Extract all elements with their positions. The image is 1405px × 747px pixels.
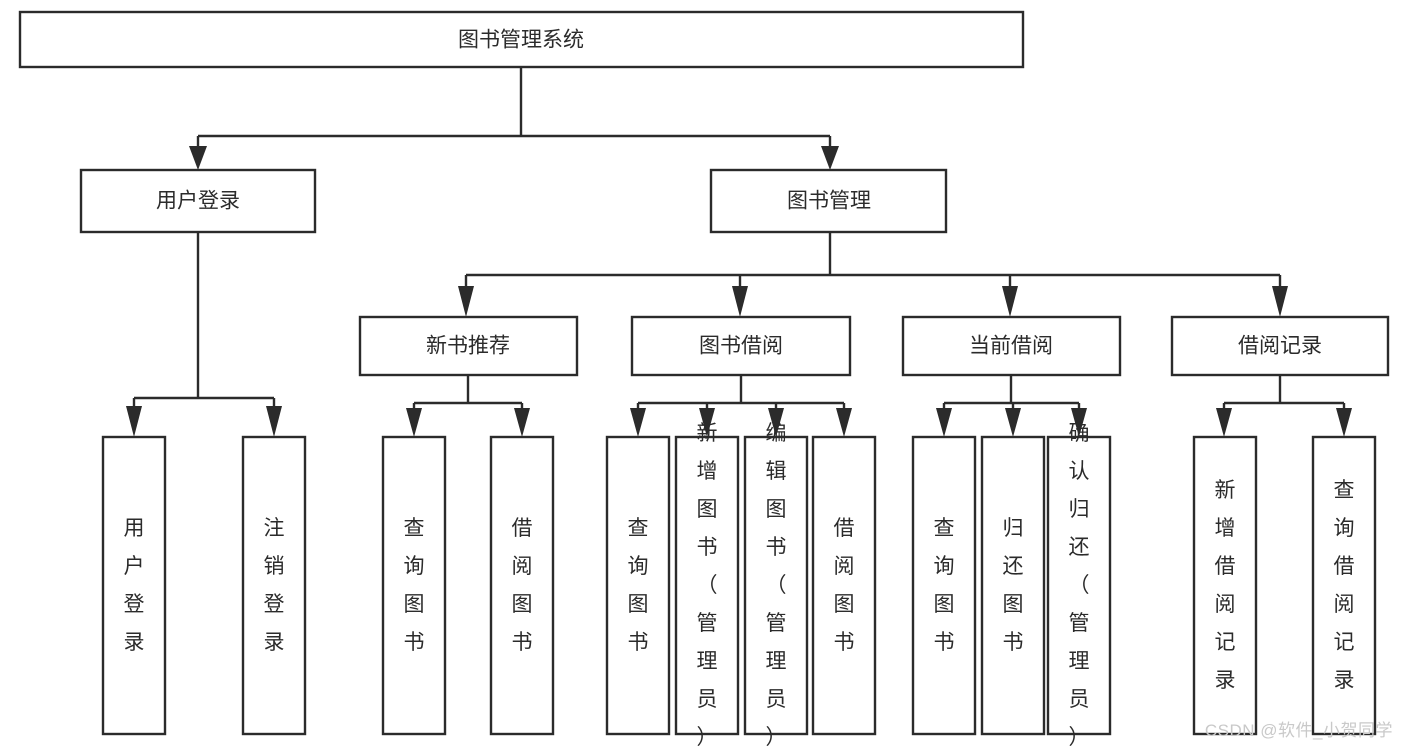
arrow-head-icon [630,408,646,437]
node-book-borrow-box[interactable] [630,315,852,377]
leaf-label: 查询图书 [404,517,425,654]
leaf-new-book-0[interactable]: 查询图书 [381,435,447,736]
arrow-head-icon [266,406,282,437]
leaf-book-borrow-3[interactable]: 借阅图书 [811,435,877,736]
leaf-book-borrow-2[interactable]: 编辑图书（管理员） [743,422,809,747]
node-book-manage-box[interactable] [709,168,948,234]
leaf-user-login-1[interactable]: 注销登录 [241,435,307,736]
leaf-box[interactable] [381,435,447,736]
arrow-head-icon [768,408,784,437]
leaf-current-borrow-0[interactable]: 查询图书 [911,435,977,736]
arrow-head-icon [936,408,952,437]
leaf-box[interactable] [980,435,1046,736]
arrow-head-icon [836,408,852,437]
connector-group-book-borrow [630,375,852,437]
node-borrow-records-box[interactable] [1170,315,1390,377]
leaf-label: 注销登录 [264,517,285,654]
leaf-box[interactable] [811,435,877,736]
leaf-label: 查询借阅记录 [1334,479,1355,692]
leaf-label: 编辑图书（管理员） [766,422,787,747]
node-user-login-label: 用户登录 [156,190,240,213]
node-borrow-records-label: 借阅记录 [1238,335,1322,358]
leaf-box[interactable] [743,435,809,736]
leaf-box[interactable] [911,435,977,736]
connector-group-borrow-records [1216,375,1352,437]
node-book-borrow[interactable]: 图书借阅 [630,315,852,377]
arrow-head-icon [406,408,422,437]
arrow-head-icon [1272,286,1288,317]
leaf-box[interactable] [101,435,167,736]
leaf-label: 新增借阅记录 [1215,479,1236,692]
leaf-box[interactable] [1046,435,1112,736]
connector-group-current-borrow [936,375,1087,437]
node-book-manage[interactable]: 图书管理 [709,168,948,234]
connector-group-new-book [406,375,530,437]
leaf-label: 新增图书（管理员） [697,422,718,747]
leaf-label: 查询图书 [628,517,649,654]
leaf-label: 归还图书 [1003,517,1024,654]
arrow-head-icon [699,408,715,437]
connector-group-user-login [126,232,282,437]
arrow-head-icon [821,146,839,170]
node-current-borrow-box[interactable] [901,315,1122,377]
leaf-book-borrow-1[interactable]: 新增图书（管理员） [674,422,740,747]
arrow-head-icon [1216,408,1232,437]
node-root[interactable]: 图书管理系统 [18,10,1025,69]
node-new-book-recommend[interactable]: 新书推荐 [358,315,579,377]
node-book-borrow-label: 图书借阅 [699,335,783,358]
node-root-box[interactable] [18,10,1025,69]
leaf-label: 借阅图书 [512,517,533,654]
leaf-box[interactable] [674,435,740,736]
arrow-head-icon [458,286,474,317]
leaf-label: 查询图书 [934,517,955,654]
arrow-head-icon [126,406,142,437]
arrow-head-icon [732,286,748,317]
node-root-label: 图书管理系统 [458,29,584,52]
arrow-head-icon [1071,408,1087,437]
leaf-box[interactable] [605,435,671,736]
leaf-label: 确认归还（管理员） [1069,422,1090,747]
connector-group-root [189,67,839,170]
arrow-head-icon [1336,408,1352,437]
leaf-box[interactable] [489,435,555,736]
arrow-head-icon [514,408,530,437]
node-new-book-recommend-label: 新书推荐 [426,335,510,358]
leaf-book-borrow-0[interactable]: 查询图书 [605,435,671,736]
leaf-box[interactable] [1311,435,1377,736]
node-user-login-box[interactable] [79,168,317,234]
node-current-borrow[interactable]: 当前借阅 [901,315,1122,377]
leaf-box[interactable] [1192,435,1258,736]
arrow-head-icon [189,146,207,170]
leaf-user-login-0[interactable]: 用户登录 [101,435,167,736]
leaf-label: 借阅图书 [834,517,855,654]
leaf-new-book-1[interactable]: 借阅图书 [489,435,555,736]
leaf-current-borrow-1[interactable]: 归还图书 [980,435,1046,736]
arrow-head-icon [1005,408,1021,437]
node-user-login[interactable]: 用户登录 [79,168,317,234]
node-new-book-recommend-box[interactable] [358,315,579,377]
leaf-label: 用户登录 [124,517,145,654]
node-borrow-records[interactable]: 借阅记录 [1170,315,1390,377]
leaf-current-borrow-2[interactable]: 确认归还（管理员） [1046,422,1112,747]
node-book-manage-label: 图书管理 [787,190,871,213]
arrow-head-icon [1002,286,1018,317]
leaf-box[interactable] [241,435,307,736]
connector-group-book-manage [458,232,1288,317]
leaf-borrow-records-0[interactable]: 新增借阅记录 [1192,435,1258,736]
leaf-borrow-records-1[interactable]: 查询借阅记录 [1311,435,1377,736]
node-current-borrow-label: 当前借阅 [969,335,1053,358]
